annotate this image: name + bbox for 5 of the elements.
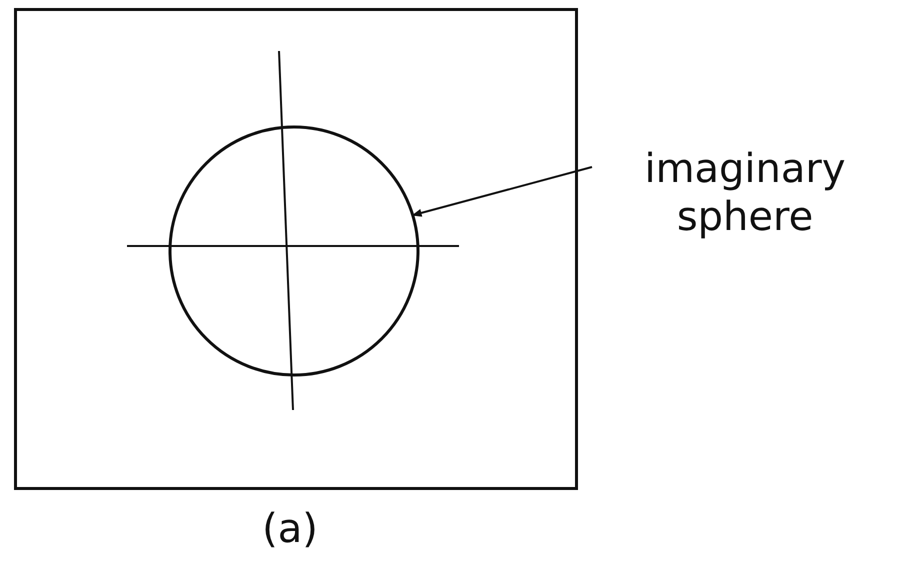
callout-label: imaginary sphere (590, 145, 900, 245)
frame-box (14, 8, 578, 490)
sphere-circle (168, 125, 420, 377)
figure-caption: (a) (261, 505, 319, 553)
leader-line (411, 166, 592, 217)
